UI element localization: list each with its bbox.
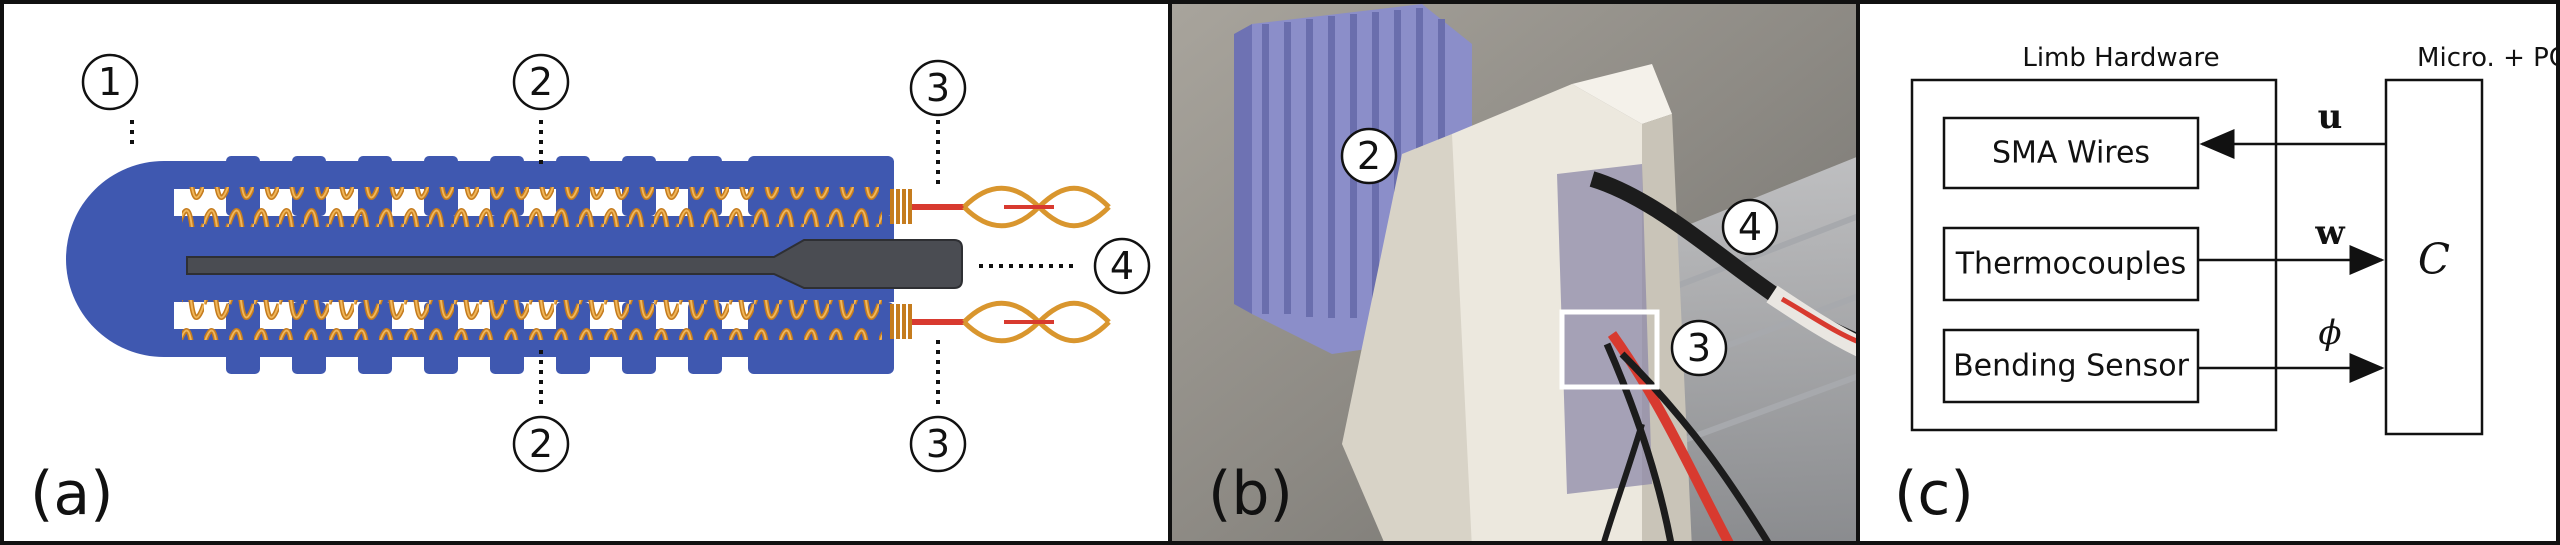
callout-b-2: 2 [1340,127,1398,185]
callout-3-top: 3 [909,59,967,117]
panel-a-label: (a) [30,459,114,529]
box-thermocouples: Thermocouples [1942,226,2200,302]
panel-b-photo: 2 3 4 (b) [1168,0,1860,545]
micro-pc-title: Micro. + PC [2417,43,2560,73]
limb-head [66,161,174,357]
svg-text:Thermocouples: Thermocouples [1955,247,2187,282]
limb-hardware-title: Limb Hardware [2022,43,2219,73]
sma-coil-top [182,187,882,227]
box-sma-wires: SMA Wires [1942,116,2200,190]
callout-leaders-a [130,120,1074,404]
svg-text:4: 4 [1110,244,1134,288]
svg-text:3: 3 [926,66,950,110]
limb-hardware-box [1910,78,2278,432]
panel-b-label: (b) [1208,459,1293,529]
panel-a-schematic: 1 2 2 3 3 4 (a) [0,0,1172,545]
bending-sensor [186,239,963,289]
svg-text:2: 2 [529,422,553,466]
svg-text:3: 3 [1687,326,1711,370]
lead-wires-bottom [912,300,1111,344]
sma-coil-bottom [182,300,882,340]
limb-photo: 2 3 4 (b) [1172,4,1856,541]
callout-b-4: 4 [1721,198,1779,256]
callout-3-bottom: 3 [909,415,967,473]
callout-b-3: 3 [1670,319,1728,377]
connector-plate [1557,164,1652,494]
svg-text:1: 1 [98,60,122,104]
box-bending-sensor: Bending Sensor [1942,328,2200,404]
callout-2-bottom: 2 [512,415,570,473]
callout-1: 1 [81,53,139,111]
svg-text:SMA Wires: SMA Wires [1992,136,2150,171]
callout-4: 4 [1093,237,1151,295]
svg-text:Bending Sensor: Bending Sensor [1953,349,2190,384]
signal-phi: ϕ [2318,313,2341,353]
signal-u: u [2318,97,2343,137]
control-block-diagram: Limb Hardware Micro. + PC SMA Wires Ther… [1894,43,2560,529]
controller-symbol: C [2418,235,2450,284]
svg-text:2: 2 [1357,134,1381,178]
callout-2-top: 2 [512,53,570,111]
signal-w: w [2314,213,2345,253]
highlight-box [1559,309,1660,390]
limb-schematic: 1 2 2 3 3 4 (a) [30,53,1151,529]
coil-end-wraps [890,189,912,339]
svg-text:4: 4 [1738,205,1762,249]
lead-wires-top [912,185,1111,229]
panel-c-block-diagram: Limb Hardware Micro. + PC SMA Wires Ther… [1856,0,2560,545]
svg-text:3: 3 [926,422,950,466]
controller-box [2384,78,2484,436]
svg-text:2: 2 [529,60,553,104]
panel-c-label: (c) [1894,459,1974,529]
